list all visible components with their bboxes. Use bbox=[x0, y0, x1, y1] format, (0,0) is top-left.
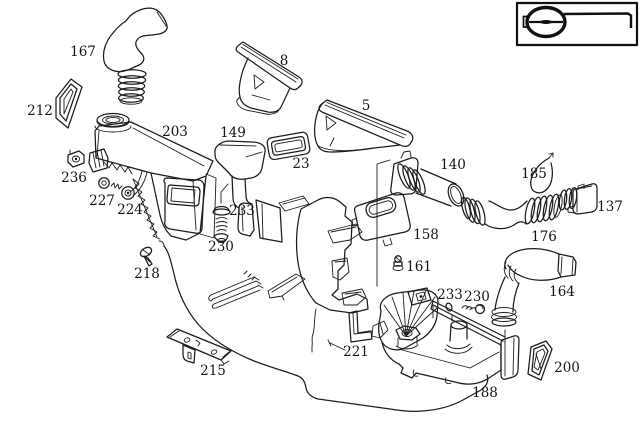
part-149-elbow-duct bbox=[214, 140, 283, 243]
part-label-149: 149 bbox=[220, 125, 246, 141]
part-176-corrugated-elbow bbox=[460, 193, 563, 230]
part-227-washer bbox=[98, 177, 110, 189]
part-188-lower-duct-assembly bbox=[371, 287, 520, 385]
part-233-cap bbox=[212, 183, 231, 216]
part-label-218: 218 bbox=[134, 266, 160, 282]
part-label-215: 215 bbox=[200, 363, 226, 379]
part-label-224: 224 bbox=[117, 202, 143, 218]
part-23-vent-frame bbox=[266, 131, 311, 161]
part-5-side-nozzle bbox=[314, 99, 414, 153]
part-185-retaining-wire bbox=[530, 152, 554, 194]
part-label-167: 167 bbox=[70, 44, 96, 60]
part-221-bracket bbox=[327, 310, 373, 351]
vehicle-section-legend bbox=[515, 1, 639, 47]
part-label-236: 236 bbox=[61, 170, 87, 186]
floor-pan-outline bbox=[158, 159, 489, 413]
part-label-185: 185 bbox=[521, 166, 547, 182]
part-label-176: 176 bbox=[531, 229, 557, 245]
part-label-212: 212 bbox=[27, 103, 53, 119]
part-label-233-a: 233 bbox=[229, 203, 255, 219]
part-label-140: 140 bbox=[440, 157, 466, 173]
part-167-gooseneck-hose bbox=[102, 7, 168, 105]
part-label-8: 8 bbox=[280, 53, 289, 69]
part-230-screw-2 bbox=[461, 303, 486, 315]
part-140-corrugated-hose bbox=[390, 150, 465, 207]
part-224-screw-washer bbox=[110, 182, 135, 200]
part-label-164: 164 bbox=[549, 284, 575, 300]
part-label-230-a: 230 bbox=[208, 239, 234, 255]
part-218-screw-clip bbox=[139, 246, 153, 267]
part-label-230-b: 230 bbox=[464, 289, 490, 305]
part-label-233-b: 233 bbox=[437, 287, 463, 303]
part-137-duct-adapter bbox=[558, 183, 598, 215]
part-label-161: 161 bbox=[406, 259, 432, 275]
part-158-mounting-plate bbox=[351, 192, 411, 247]
legend-frame bbox=[515, 1, 639, 47]
part-236-clip-nut bbox=[67, 149, 85, 168]
part-label-137: 137 bbox=[597, 199, 623, 215]
part-212-vent-frame bbox=[55, 78, 83, 129]
part-200-vent-frame bbox=[527, 340, 553, 381]
part-label-5: 5 bbox=[362, 98, 371, 114]
part-label-23: 23 bbox=[292, 156, 309, 172]
part-label-203: 203 bbox=[162, 124, 188, 140]
part-label-200: 200 bbox=[554, 360, 580, 376]
part-203-blower-housing bbox=[88, 112, 217, 241]
part-label-227: 227 bbox=[89, 193, 115, 209]
part-164-rear-duct bbox=[491, 248, 577, 344]
part-label-188: 188 bbox=[472, 385, 498, 401]
part-labels: 167 212 236 227 224 203 149 233 230 218 … bbox=[27, 44, 623, 401]
part-215-bracket bbox=[166, 328, 232, 365]
part-label-158: 158 bbox=[413, 227, 439, 243]
part-8-defroster-nozzle bbox=[235, 41, 303, 115]
part-161-stud bbox=[392, 255, 404, 271]
part-label-221: 221 bbox=[343, 344, 369, 360]
part-233-washer-2 bbox=[445, 302, 453, 312]
part-230-screw bbox=[213, 217, 229, 243]
steering-wheel-dashboard-icon bbox=[522, 5, 633, 39]
